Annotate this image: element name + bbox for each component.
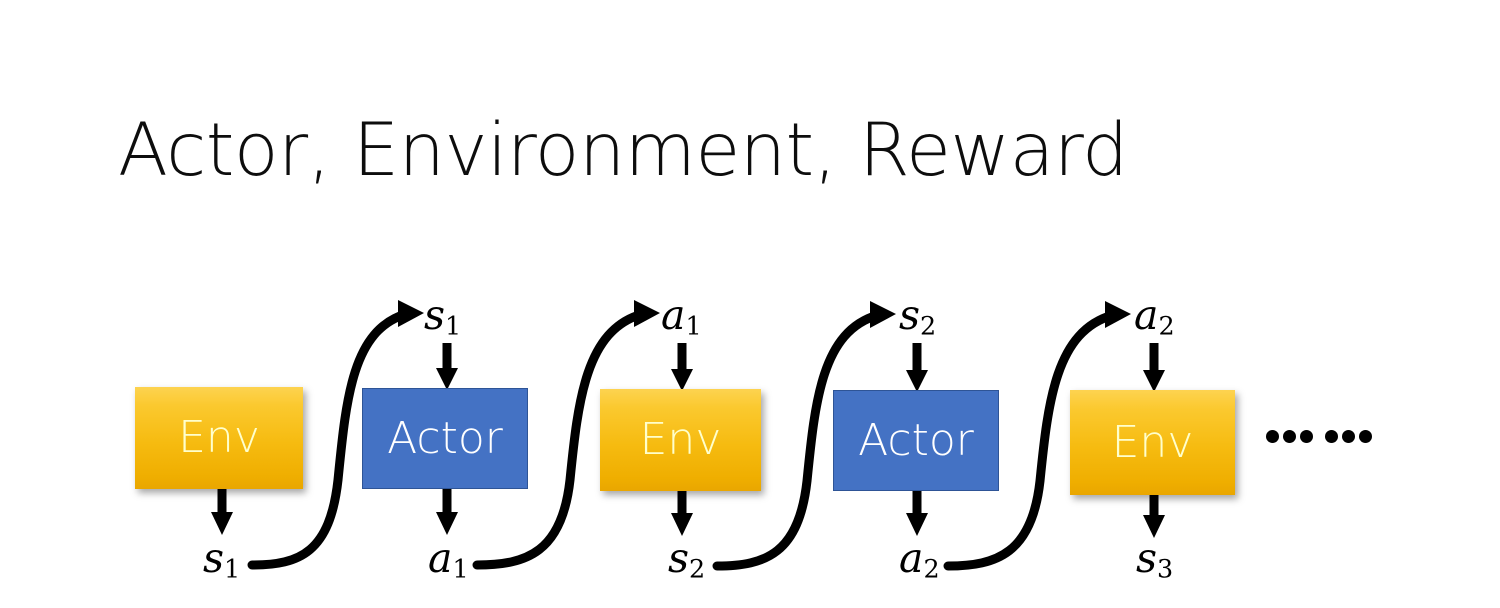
arrow-out-env-3 (1143, 495, 1165, 538)
ellipsis-dot (1300, 430, 1313, 443)
label-index: 1 (685, 310, 702, 341)
label-index: 2 (923, 553, 940, 584)
label-index: 1 (452, 553, 469, 584)
arrow-into-actor-2 (906, 343, 928, 392)
label-index: 2 (1158, 310, 1175, 341)
arrow-into-env-3 (1143, 343, 1165, 392)
curve-s1-to-actor-1 (247, 300, 424, 570)
arrow-into-env-2 (671, 343, 693, 391)
block-label: Env (1111, 416, 1194, 468)
label-bottom-a2: a2 (899, 538, 940, 582)
arrow-out-env-1 (211, 489, 233, 535)
block-label: Env (639, 414, 722, 465)
arrow-out-actor-1 (436, 489, 458, 535)
block-env-2[interactable]: Env (600, 389, 761, 491)
block-env-1[interactable]: Env (135, 387, 303, 489)
arrow-out-env-2 (671, 491, 693, 536)
label-symbol: a (899, 534, 924, 582)
label-top-s2: s2 (899, 295, 936, 339)
ellipsis-dot (1325, 430, 1338, 443)
block-actor-1[interactable]: Actor (362, 388, 528, 489)
ellipsis-continuation (1266, 430, 1372, 443)
label-symbol: s (899, 291, 921, 339)
label-top-a1: a1 (661, 295, 702, 339)
curve-s2-to-actor-2 (712, 301, 896, 571)
block-actor-2[interactable]: Actor (833, 390, 999, 491)
curve-a2-to-env-3 (943, 301, 1131, 571)
label-symbol: s (424, 291, 446, 339)
curve-a1-to-env-2 (472, 300, 660, 570)
ellipsis-dot-group (1325, 430, 1372, 443)
ellipsis-dot (1342, 430, 1355, 443)
ellipsis-dot (1359, 430, 1372, 443)
ellipsis-dot-group (1266, 430, 1313, 443)
label-index: 3 (1157, 553, 1174, 584)
label-top-s1: s1 (424, 295, 461, 339)
label-index: 1 (224, 553, 241, 584)
label-symbol: a (1134, 291, 1159, 339)
label-bottom-s2: s2 (668, 538, 705, 582)
block-label: Actor (387, 412, 503, 464)
label-index: 2 (920, 310, 937, 341)
label-bottom-s3: s3 (1136, 538, 1173, 582)
label-bottom-a1: a1 (428, 538, 469, 582)
label-bottom-s1: s1 (203, 538, 240, 582)
label-symbol: s (668, 534, 690, 582)
block-env-3[interactable]: Env (1070, 390, 1235, 495)
block-label: Env (178, 412, 260, 463)
arrow-into-actor-1 (436, 343, 458, 390)
label-index: 1 (445, 310, 462, 341)
label-symbol: s (1136, 534, 1158, 582)
arrow-out-actor-2 (906, 491, 928, 536)
label-top-a2: a2 (1134, 295, 1175, 339)
page-title: Actor, Environment, Reward (118, 108, 1128, 193)
ellipsis-dot (1266, 430, 1279, 443)
label-index: 2 (689, 553, 706, 584)
label-symbol: a (428, 534, 453, 582)
label-symbol: s (203, 534, 225, 582)
ellipsis-dot (1283, 430, 1296, 443)
label-symbol: a (661, 291, 686, 339)
block-label: Actor (858, 414, 974, 466)
